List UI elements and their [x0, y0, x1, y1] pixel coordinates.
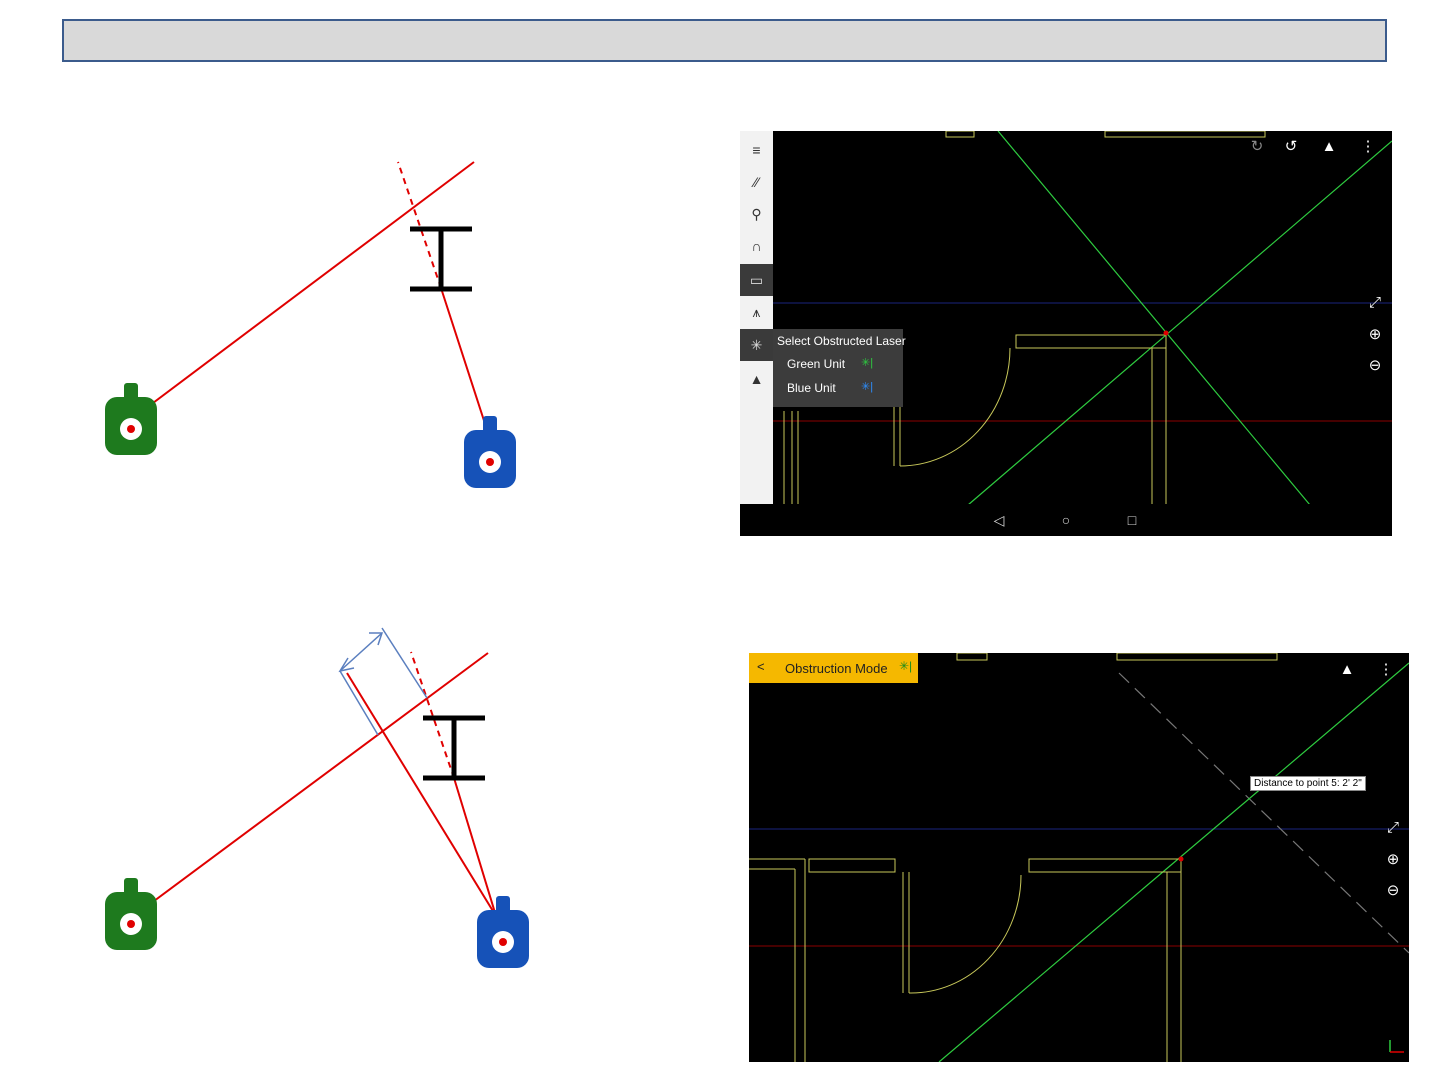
blue-laser-icon: ✳| — [861, 380, 873, 393]
obstruction-diagrams — [0, 0, 720, 1080]
ibeam-obstruction — [423, 718, 485, 778]
menu-icon[interactable]: ≡ — [740, 134, 773, 166]
blocked-beam-path — [398, 162, 441, 288]
distance-label: Distance to point 5: 2' 2" — [1250, 776, 1366, 791]
blue-unit-option[interactable]: Blue Unit — [787, 381, 836, 395]
green-unit-icon — [105, 878, 157, 950]
more-icon[interactable]: ⋮ — [1375, 658, 1397, 680]
obstruction-mode-header: < Obstruction Mode ✳| — [749, 653, 918, 683]
device-status-icon[interactable]: ▲ — [1336, 658, 1358, 680]
popup-title: Select Obstructed Laser — [777, 334, 906, 348]
zoom-out-icon[interactable]: ⊖ — [1364, 354, 1386, 376]
more-icon[interactable]: ⋮ — [1357, 135, 1379, 157]
back-icon[interactable]: ◁ — [989, 510, 1009, 530]
floorplan-canvas[interactable] — [749, 653, 1409, 1062]
undo-icon[interactable]: ↺ — [1280, 135, 1302, 157]
laser-icon: ✳| — [899, 659, 912, 673]
blue-laser-beam — [454, 778, 496, 916]
blue-laser-beam — [441, 288, 488, 433]
pin-tool-icon[interactable]: ⚲ — [740, 198, 773, 230]
zoom-out-icon[interactable]: ⊖ — [1382, 879, 1404, 901]
fit-screen-icon[interactable]: ⤢ — [1364, 291, 1386, 313]
device-status-icon[interactable]: ▲ — [1318, 135, 1340, 157]
android-nav-bar: ◁ ○ □ — [740, 504, 1392, 536]
tripod-icon[interactable]: ⩚ — [740, 296, 773, 328]
green-unit-icon — [105, 383, 157, 455]
laser-icon[interactable]: ✳ — [740, 329, 773, 361]
left-toolbar: ≡ ⁄⁄ ⚲ ∩ ▭ ⩚ ✳ ▲ — [740, 131, 773, 505]
bottom-diagram — [105, 628, 529, 968]
mode-title: Obstruction Mode — [785, 661, 888, 676]
top-diagram — [105, 162, 516, 488]
recents-icon[interactable]: □ — [1122, 510, 1142, 530]
zoom-in-icon[interactable]: ⊕ — [1364, 323, 1386, 345]
blue-unit-icon — [464, 416, 516, 488]
ruler-icon[interactable]: ▭ — [740, 264, 773, 296]
back-button[interactable]: < — [757, 659, 765, 674]
green-laser-icon: ✳| — [861, 356, 873, 369]
offset-laser-beam — [347, 673, 496, 916]
line-tool-icon[interactable]: ⁄⁄ — [740, 166, 773, 198]
app-screenshot-select-laser: ≡ ⁄⁄ ⚲ ∩ ▭ ⩚ ✳ ▲ Select Obstructed Laser… — [740, 131, 1392, 536]
home-icon[interactable]: ○ — [1056, 510, 1076, 530]
app-screenshot-obstruction-mode: < Obstruction Mode ✳| Distance to point … — [749, 653, 1409, 1062]
green-unit-option[interactable]: Green Unit — [787, 357, 845, 371]
redo-icon[interactable]: ↻ — [1246, 135, 1268, 157]
blocked-beam-path — [411, 652, 454, 778]
axis-orientation-icon — [1382, 1038, 1406, 1058]
ibeam-obstruction — [410, 229, 472, 289]
zoom-in-icon[interactable]: ⊕ — [1382, 848, 1404, 870]
magnet-icon[interactable]: ∩ — [740, 230, 773, 262]
select-obstructed-laser-menu: Select Obstructed Laser Green Unit ✳| Bl… — [773, 329, 903, 407]
unit-icon[interactable]: ▲ — [740, 363, 773, 395]
fit-screen-icon[interactable]: ⤢ — [1382, 816, 1404, 838]
blue-unit-icon — [477, 896, 529, 968]
